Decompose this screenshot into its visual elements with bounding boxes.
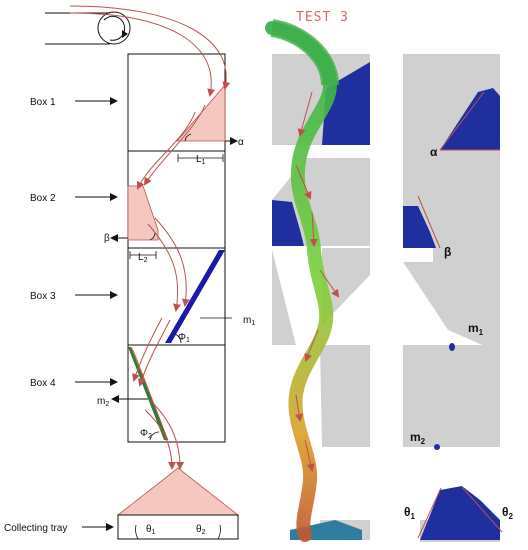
right-pile-box1: [440, 88, 500, 150]
sim-pile-box1: [322, 62, 370, 145]
box-labels: Box 1 Box 2 Box 3 Box 4: [30, 97, 118, 389]
right-beta-label: β: [444, 245, 451, 259]
right-theta2-label: θ2: [502, 505, 514, 521]
L2-label: L2: [138, 252, 148, 264]
phi2-label: Φ2: [140, 428, 152, 440]
L1-label: L1: [196, 154, 206, 166]
flow-arrows: [69, 5, 231, 470]
phi1-label: Φ1: [178, 332, 190, 344]
alpha-label: α: [238, 137, 244, 148]
right-alpha-label: α: [430, 145, 438, 159]
test-title: TEST 3: [296, 10, 349, 25]
schematic: Box 1 Box 2 Box 3 Box 4 α L1 β: [4, 5, 255, 540]
collecting-tray-label: Collecting tray: [4, 523, 67, 534]
right-m2-label: m2: [410, 430, 426, 446]
box-2-label: Box 2: [30, 193, 56, 204]
box-4-ramp: Φ2 m2: [97, 346, 169, 441]
sim-pile-box2: [272, 200, 304, 246]
box-1-label: Box 1: [30, 97, 56, 108]
box-1-pile: α L1: [176, 83, 244, 166]
right-theta1-label: θ1: [404, 505, 416, 521]
simulation-middle: [265, 19, 370, 542]
box-3-ramp: Φ1 m1: [165, 250, 255, 344]
collecting-tray: θ1 θ2 Collecting tray: [4, 467, 240, 540]
right-pile-tray: [420, 486, 500, 540]
beta-label: β: [104, 233, 110, 244]
box-4-label: Box 4: [30, 378, 56, 389]
rotation-arrow-icon: [122, 30, 128, 38]
sim-trajectory-arrows: [295, 91, 340, 472]
theta2-tray-label: θ2: [196, 524, 206, 536]
theta1-tray-label: θ1: [146, 524, 156, 536]
box-2-pile: β L2: [104, 185, 159, 264]
m2-label: m2: [97, 396, 109, 408]
m1-label: m1: [243, 315, 255, 327]
right-m1-label: m1: [468, 321, 484, 337]
right-pile-box2: [403, 206, 436, 248]
conveyor-belt: [45, 11, 131, 45]
simulation-right: α β m1 m2 θ1 θ2: [403, 54, 514, 542]
sim-sand-stream: [265, 21, 338, 542]
box-3-label: Box 3: [30, 291, 56, 302]
